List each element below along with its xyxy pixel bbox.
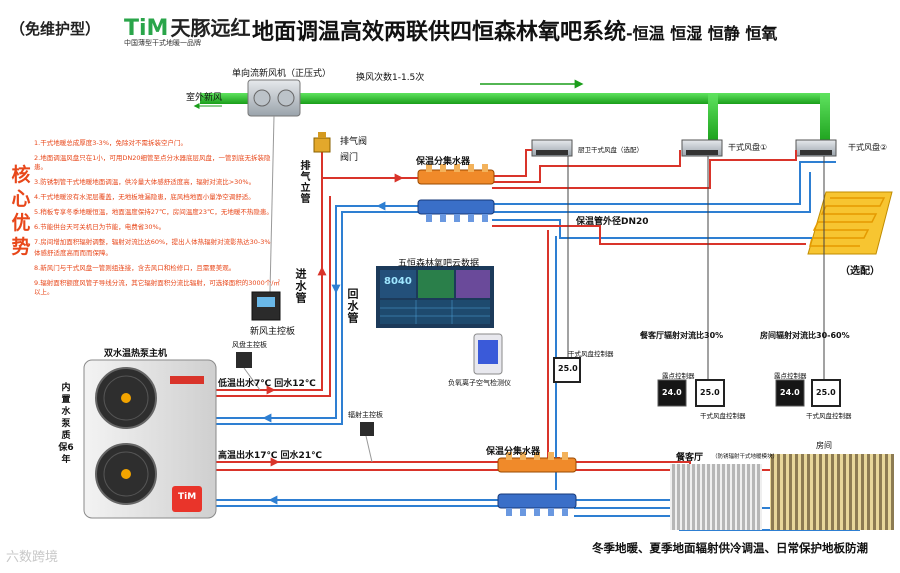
- fresh-air-duct: [193, 79, 830, 145]
- fan-coil-1: [681, 139, 723, 157]
- fc-controller-1-label: 干式风盘控制器: [700, 412, 746, 420]
- fc-controller-device: [553, 357, 581, 383]
- watermark: 六数跨境: [6, 550, 59, 565]
- dew-controller-2-label: 露点控制器: [774, 372, 807, 380]
- dew-controller-1-device: [657, 379, 687, 407]
- fc-controller-1-display: 25.0: [700, 388, 720, 397]
- outdoor-air-label: 室外新风: [186, 93, 223, 103]
- advantage-item: 8.新风门与干式风盘一管则组连接，含去风口和检修口，且需要美观。: [34, 264, 236, 272]
- dining-ratio-label: 餐客厅辐射对流比30%: [640, 331, 724, 340]
- vent-valve-label: 排气阀: [340, 137, 368, 147]
- cloud-dashboard: [376, 266, 494, 328]
- top-manifold-label: 保温分集水器: [416, 157, 471, 167]
- fan-panel-label: 风盘主控板: [232, 341, 267, 349]
- bath-fan-coil-label: 厨卫干式风盘（选配）: [578, 146, 643, 154]
- dining-room-label: 餐客厅: [676, 453, 704, 463]
- fresh-air-controller-panel: [251, 291, 281, 321]
- vent-pipe-label: 排气立管: [298, 160, 309, 204]
- footer-caption: 冬季地暖、夏季地面辐射供冷调温、日常保护地板防潮: [592, 541, 868, 555]
- fc-controller-2-device: [811, 379, 841, 407]
- advantage-item: 1.干式地暖总成厚度3-3%，免除对不需拆装空户门。: [34, 139, 187, 147]
- heat-pump-title: 双水温热泵主机: [104, 349, 168, 359]
- room-floor-image: [770, 454, 894, 530]
- fc-controller-1-device: [695, 379, 725, 407]
- room-label: 房间: [816, 441, 832, 450]
- fan-coil-1-label: 干式风盘①: [728, 143, 768, 152]
- fresh-air-unit-label: 单向流新风机（正压式）: [232, 69, 332, 79]
- page-subtitle: -恒温 恒湿 恒静 恒氧: [626, 24, 778, 43]
- radiant-control-panel: [360, 422, 374, 436]
- logo-brand: 天豚远红: [170, 16, 251, 40]
- low-temp-label: 低温出水7℃ 回水12℃: [218, 379, 316, 389]
- advantage-item: 5.稍板专享冬季地暖恒温，地面温度保持27℃，房间温度23℃，无地暖不热隐患。: [34, 208, 273, 216]
- fan-coil-2: [795, 139, 837, 157]
- fc-controller-2-display: 25.0: [816, 388, 836, 397]
- fc-controller-display: 25.0: [558, 364, 578, 373]
- room-ratio-label: 房间辐射对流比30-60%: [760, 331, 850, 340]
- advantage-item: 6.节能供台天可关机日为节能，电费省30%。: [34, 223, 166, 231]
- dew-controller-1-display: 24.0: [662, 388, 682, 397]
- pipe-size-label: 保温管外径DN20: [576, 217, 649, 227]
- fan-coil-2-label: 干式风盘②: [848, 143, 888, 152]
- fc-controller-label: 干式风盘控制器: [568, 350, 614, 358]
- bottom-manifold-label: 保温分集水器: [486, 447, 541, 457]
- heat-pump-brand-badge: TiM: [178, 492, 197, 502]
- optional-radiant-panel: [807, 191, 893, 255]
- dashboard-title: 五恒森林氧吧云数据: [398, 259, 480, 269]
- air-sensor-label: 负氧离子空气检测仪: [448, 379, 511, 387]
- supply-pipe-label: 进水管: [294, 268, 307, 304]
- model-badge: （免维护型）: [10, 20, 101, 38]
- advantage-item: 9.辐射面积额度风管子导线分流，其它辐射面积分流比辐射，可选择面积的3000个/…: [34, 279, 280, 296]
- page-title: 地面调温高效两联供四恒森林氧吧系统-恒温 恒湿 恒静 恒氧: [252, 20, 778, 45]
- dining-room-note: （防锈辐射干式地暖模块）: [712, 454, 779, 460]
- fresh-air-unit: [247, 79, 301, 117]
- top-manifold: [417, 164, 495, 222]
- pump-warranty-label: 内置水泵质保6年: [58, 383, 74, 465]
- dining-floor-image: [670, 464, 762, 530]
- advantage-item: 2.地面调温风盘只在1小，可用DN20细管至点分水器底层风盘，一管到底无拆装隐患…: [34, 154, 271, 171]
- bottom-manifold: [497, 452, 577, 516]
- dew-controller-1-label: 露点控制器: [662, 372, 695, 380]
- dashboard-value: 8040: [384, 276, 412, 287]
- fan-control-panel: [236, 352, 252, 368]
- bath-fan-coil: [531, 139, 573, 157]
- advantage-item: 7.房间增加面积辐射调整，辐射对流比达60%，提出人体热辐射对流影热达30-3%: [34, 238, 271, 246]
- core-advantages-list: 1.干式地暖总成厚度3-3%，免除对不需拆装空户门。 2.地面调温风盘只在1小，…: [34, 139, 280, 303]
- fc-controller-2-label: 干式风盘控制器: [806, 412, 852, 420]
- advantage-item: 体感舒适度高而而而保障。: [34, 249, 112, 257]
- dew-controller-2-device: [775, 379, 805, 407]
- fresh-air-controller-label: 新风主控板: [250, 327, 296, 337]
- core-advantages-title: 核心优势: [11, 164, 31, 258]
- logo-slogan: 中国薄型干式地暖一品牌: [124, 39, 201, 47]
- logo-mark: TiM: [124, 16, 169, 41]
- high-temp-label: 高温出水17℃ 回水21℃: [218, 451, 322, 461]
- advantage-item: 3.防锈制管干式地暖地面调温，供冷量大体感舒适度高，辐射对流比>30%。: [34, 178, 256, 186]
- valve-label: 阀门: [340, 153, 359, 163]
- vent-valve: [313, 132, 331, 153]
- dew-controller-2-display: 24.0: [780, 388, 800, 397]
- optional-label: （选配）: [840, 266, 880, 277]
- heat-pump-unit: [83, 359, 217, 519]
- radiant-panel-label: 辐射主控板: [348, 411, 383, 419]
- return-pipe-label: 回水管: [346, 288, 359, 324]
- fresh-air-control-wire: [269, 115, 275, 293]
- advantage-item: 4.干式地暖没有水泥层覆盖，无地板堆漏隐患，底风档地面小量净空调舒适。: [34, 193, 255, 201]
- air-change-label: 换风次数1-1.5次: [356, 73, 425, 83]
- air-sensor-device: [473, 333, 503, 375]
